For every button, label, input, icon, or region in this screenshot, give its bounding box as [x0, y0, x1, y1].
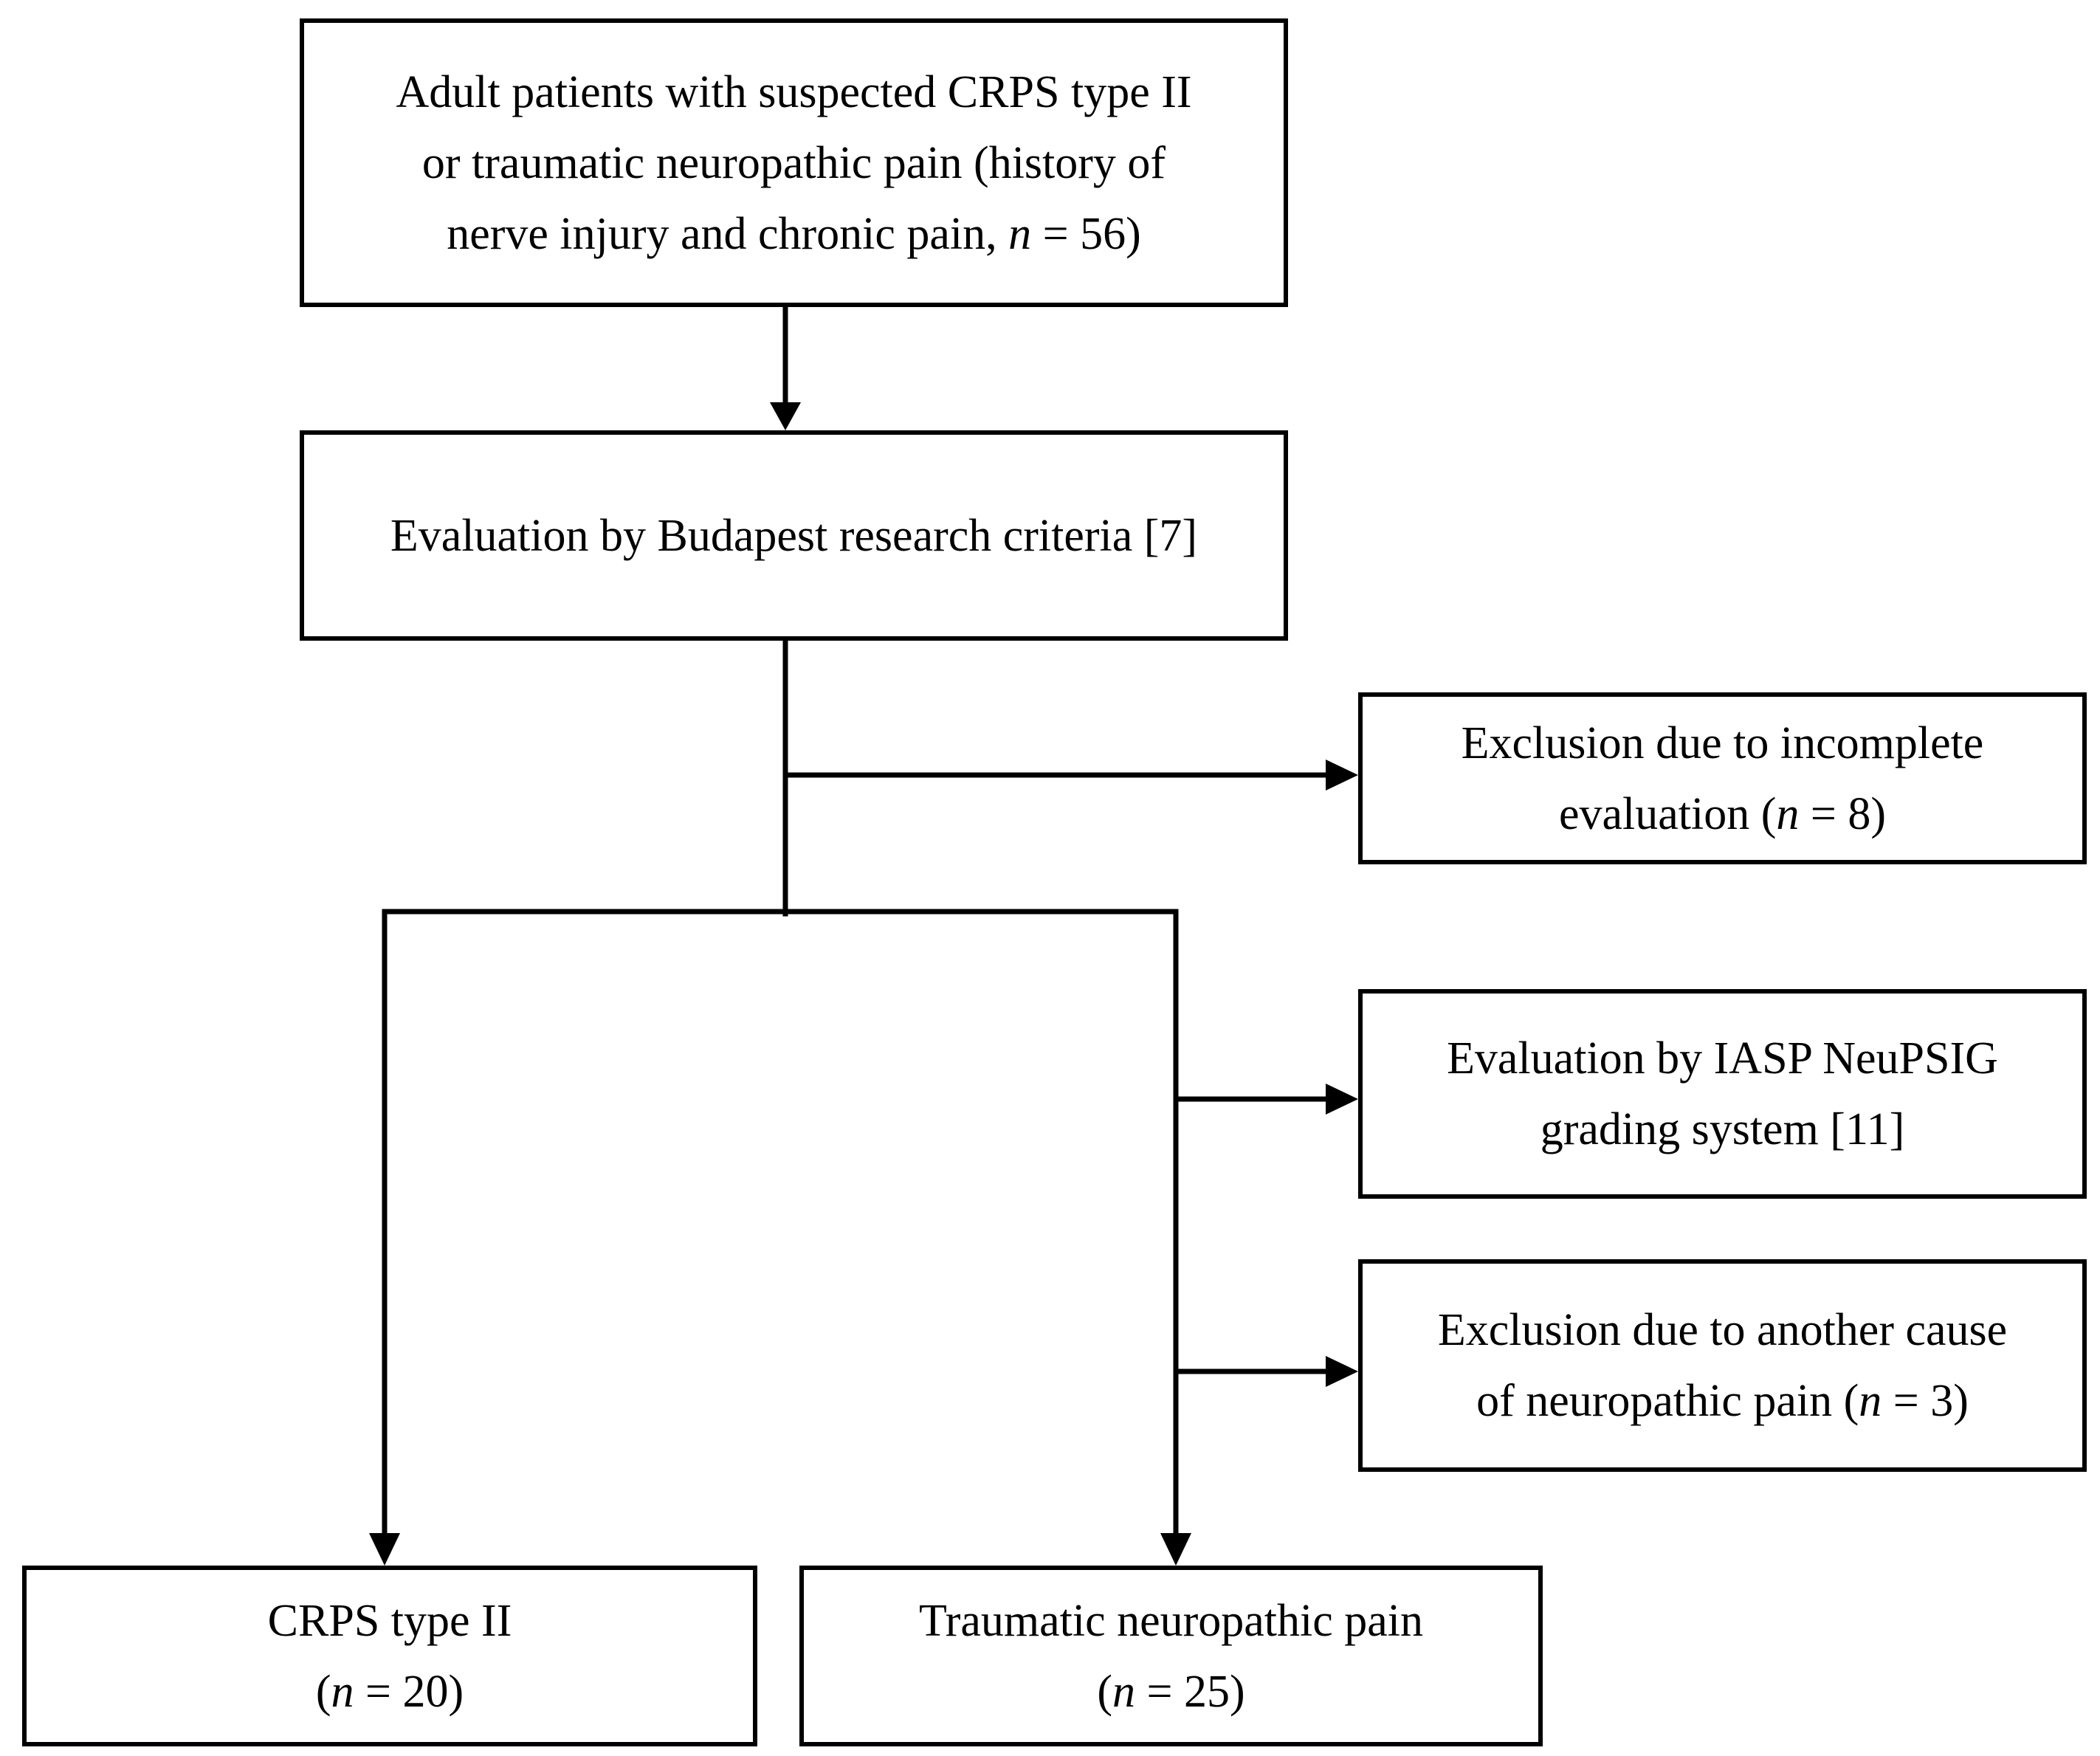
node-exclusion-other-line: of neuropathic pain (n = 3) — [1476, 1376, 1969, 1426]
node-tnp-line: (n = 25) — [1097, 1666, 1245, 1717]
node-iasp-line: Evaluation by IASP NeuPSIG — [1447, 1033, 1998, 1084]
node-crps-type-ii: CRPS type II (n = 20) — [22, 1566, 757, 1746]
node-iasp-grading: Evaluation by IASP NeuPSIG grading syste… — [1358, 989, 2087, 1199]
arrow-to-tnp — [1160, 909, 1191, 1566]
node-exclusion-incomplete-line: evaluation (n = 8) — [1558, 788, 1886, 839]
node-traumatic-neuropathic-pain: Traumatic neuropathic pain (n = 25) — [799, 1566, 1543, 1746]
node-enrollment-line: nerve injury and chronic pain, n = 56) — [447, 208, 1141, 259]
node-exclusion-other-line: Exclusion due to another cause — [1437, 1305, 2008, 1355]
node-exclusion-other-cause: Exclusion due to another cause of neurop… — [1358, 1259, 2087, 1472]
node-iasp-line: grading system [11] — [1540, 1104, 1905, 1154]
node-crps-line: (n = 20) — [315, 1666, 464, 1717]
node-enrollment-line: or traumatic neuropathic pain (history o… — [421, 137, 1166, 188]
node-exclusion-incomplete: Exclusion due to incomplete evaluation (… — [1358, 692, 2087, 864]
node-enrollment: Adult patients with suspected CRPS type … — [300, 18, 1288, 307]
node-exclusion-incomplete-line: Exclusion due to incomplete — [1461, 717, 1984, 768]
node-tnp-line: Traumatic neuropathic pain — [919, 1595, 1423, 1646]
node-crps-line: CRPS type II — [267, 1595, 512, 1646]
node-budapest-line: Evaluation by Budapest research criteria… — [390, 510, 1198, 561]
arrow-to-crps — [369, 909, 400, 1566]
node-enrollment-line: Adult patients with suspected CRPS type … — [396, 66, 1192, 117]
arrow-enrollment-to-budapest — [770, 303, 801, 430]
arrow-to-exclusion-other — [1173, 1356, 1358, 1387]
arrow-to-iasp — [1173, 1084, 1358, 1115]
node-budapest-criteria: Evaluation by Budapest research criteria… — [300, 430, 1288, 641]
arrow-to-exclusion-incomplete — [782, 760, 1358, 791]
